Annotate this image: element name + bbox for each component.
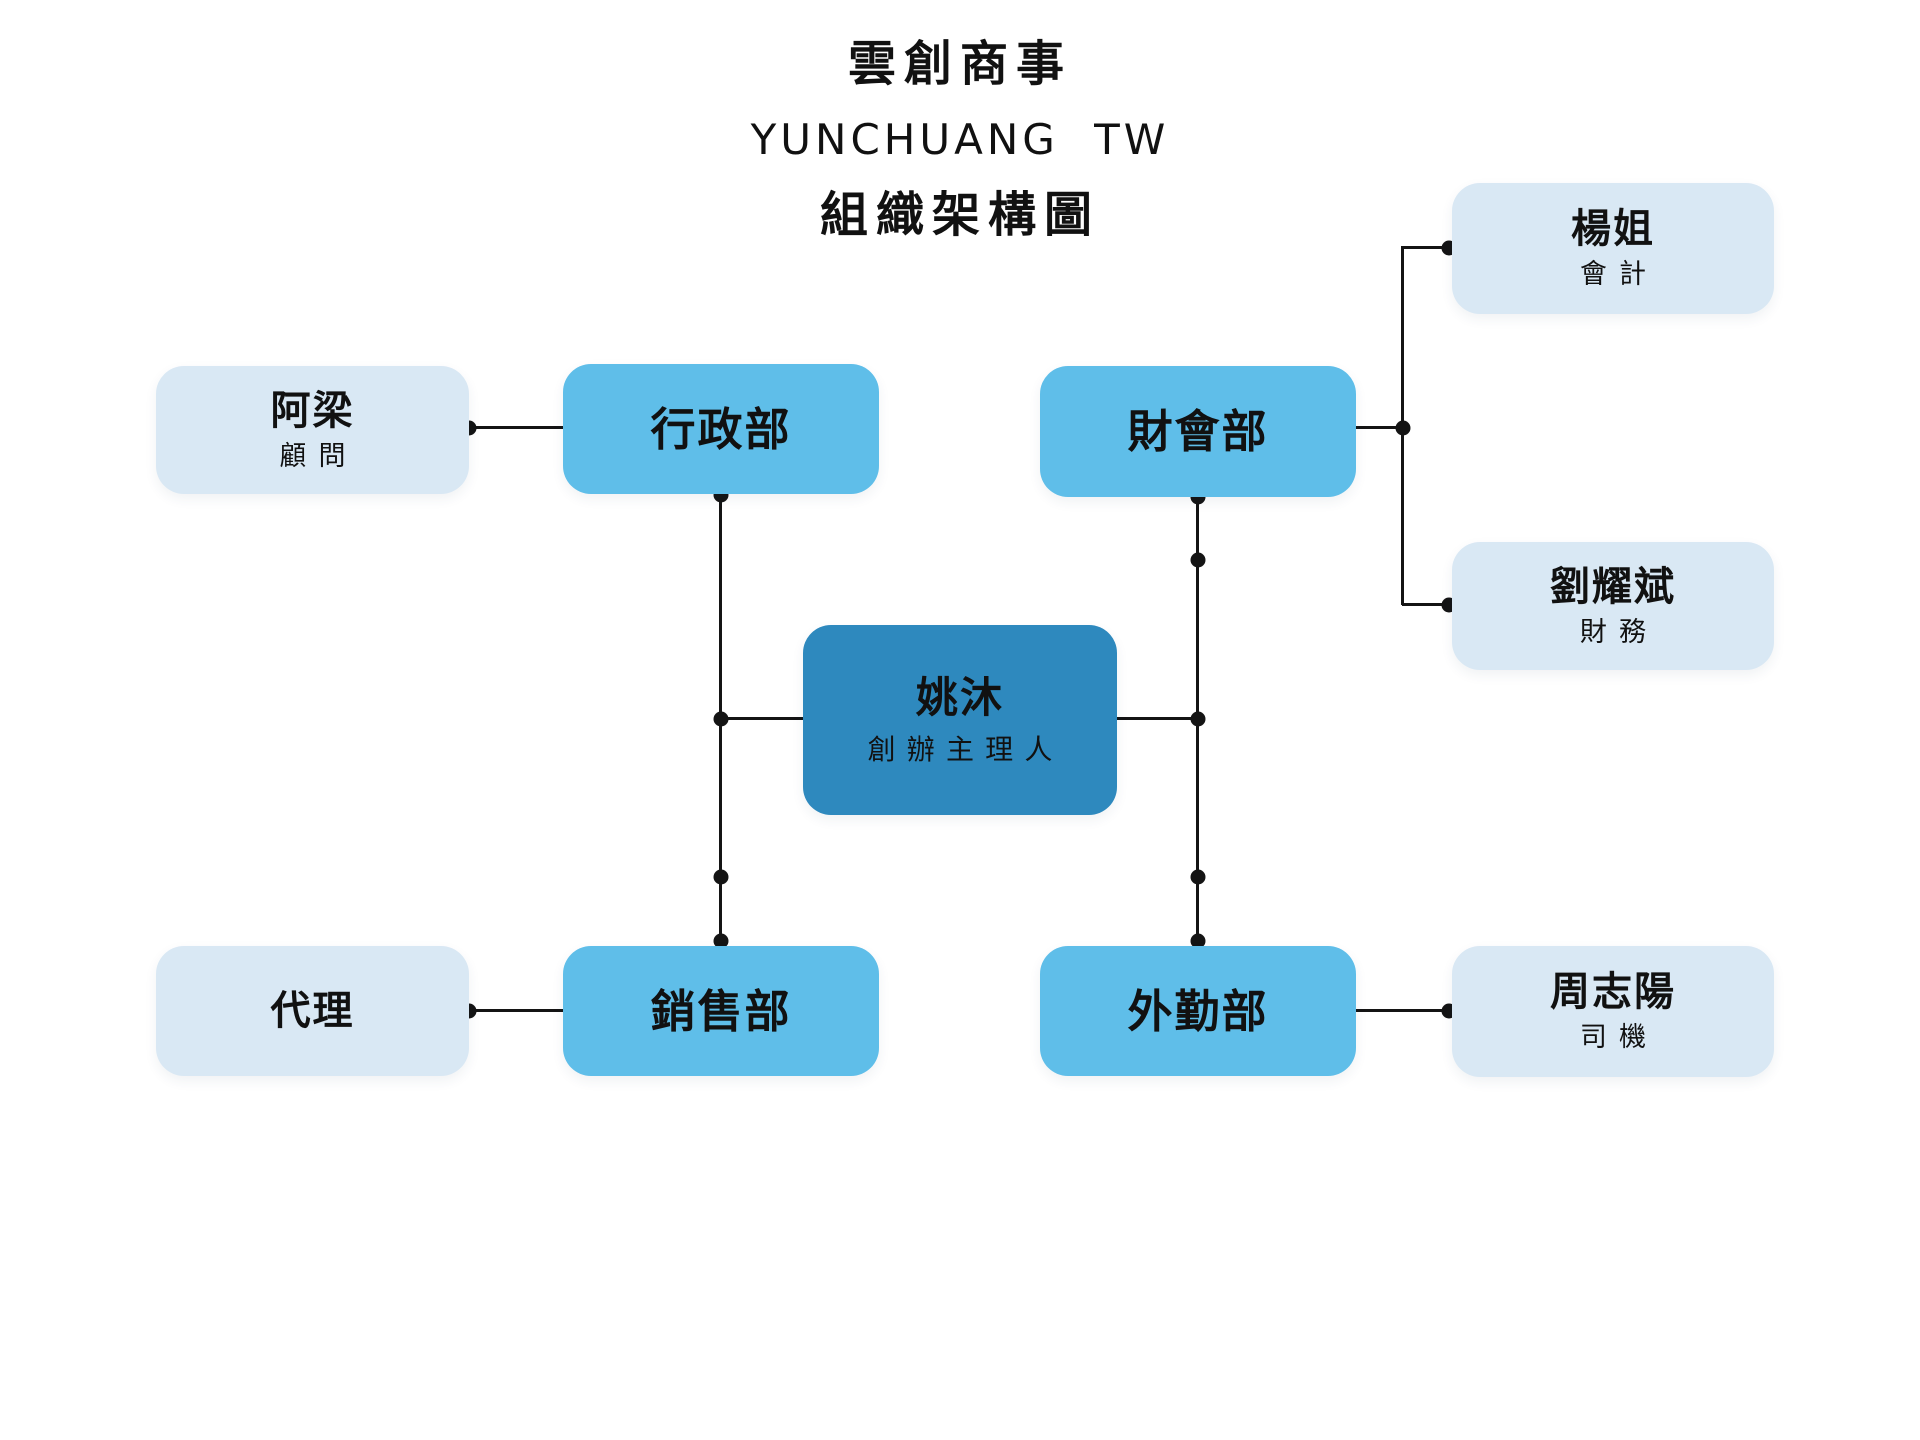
connector-dot (713, 869, 729, 885)
connector-line-yaomu-left (721, 717, 803, 720)
node-role: 財務 (1579, 616, 1659, 648)
org-node-zhouzhiyang: 周志陽 司機 (1452, 946, 1774, 1077)
org-node-daili: 代理 (156, 946, 469, 1076)
org-node-xingzheng: 行政部 (563, 364, 879, 494)
connector-line-caihui-liuyaobin (1402, 603, 1450, 606)
node-name: 阿梁 (270, 387, 355, 434)
org-node-caihui: 財會部 (1040, 366, 1356, 497)
connector-dot (713, 933, 729, 949)
node-label: 銷售部 (650, 984, 792, 1038)
connector-dot (713, 711, 729, 727)
connector-line-xiaoshou-daili (469, 1009, 563, 1012)
node-name: 姚沐 (915, 672, 1004, 722)
company-name-zh: 雲創商事 (847, 36, 1072, 92)
org-node-waiqin: 外勤部 (1040, 946, 1356, 1076)
node-role: 創辦主理人 (867, 732, 1064, 766)
node-role: 會計 (1579, 259, 1659, 291)
node-label: 財會部 (1127, 405, 1269, 458)
connector-dot (1190, 552, 1206, 568)
org-node-yaomu: 姚沐 創辦主理人 (803, 625, 1117, 815)
connector-line-waiqin-zhouzhiyang (1356, 1009, 1450, 1012)
connector-line-caihui-yangjie (1402, 246, 1450, 249)
connector-dot (1190, 869, 1206, 885)
org-node-liuyaobin: 劉耀斌 財務 (1452, 542, 1774, 670)
node-name: 劉耀斌 (1550, 563, 1676, 610)
connector-dot (1190, 711, 1206, 727)
node-role: 司機 (1579, 1022, 1659, 1054)
org-node-yangjie: 楊姐 會計 (1452, 183, 1774, 314)
chart-subtitle: 組織架構圖 (819, 186, 1100, 243)
company-name-en: YUNCHUANG TW (750, 114, 1170, 164)
node-label: 代理 (270, 988, 355, 1034)
node-role: 顧問 (279, 440, 358, 472)
org-node-xiaoshou: 銷售部 (563, 946, 879, 1076)
node-label: 行政部 (650, 402, 792, 456)
node-label: 外勤部 (1127, 984, 1269, 1038)
connector-line-xingzheng-aliang (469, 426, 563, 429)
connector-line-yaomu-right (1117, 717, 1198, 720)
node-name: 楊姐 (1571, 206, 1655, 253)
connector-dot (1190, 933, 1206, 949)
connector-dot (1395, 420, 1411, 436)
node-name: 周志陽 (1550, 969, 1676, 1016)
chart-title-block: 雲創商事 YUNCHUANG TW 組織架構圖 (0, 38, 1920, 242)
org-node-aliang: 阿梁 顧問 (156, 366, 469, 494)
connector-line-caihui-out (1356, 426, 1403, 429)
